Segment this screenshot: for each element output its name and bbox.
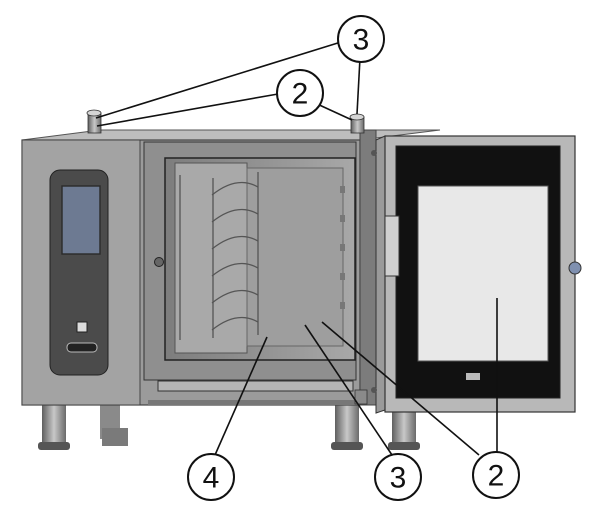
svg-text:3: 3 [353, 24, 370, 57]
door-handle-icon [384, 215, 400, 277]
door-lock-knob-icon [154, 257, 164, 267]
svg-text:2: 2 [292, 78, 309, 111]
callout-top-3: 3 [337, 15, 385, 63]
hinge-posts [86, 109, 368, 405]
usb-port-icon [76, 321, 88, 333]
door-glass [417, 185, 549, 362]
callout-top-2: 2 [276, 69, 324, 117]
drip-tray [157, 380, 354, 392]
cooking-cavity [143, 141, 358, 405]
right-rail-clips [340, 186, 345, 309]
callout-bottom-4: 4 [187, 453, 235, 501]
callout-bottom-3: 3 [374, 453, 422, 501]
control-panel [49, 169, 109, 376]
control-panel-screen [61, 185, 101, 255]
svg-text:2: 2 [488, 460, 505, 493]
svg-text:3: 3 [390, 462, 407, 495]
oven-door [371, 135, 582, 414]
rack-rails [179, 172, 259, 340]
probe-socket-icon [66, 342, 98, 353]
leader-lines [95, 41, 498, 456]
svg-text:4: 4 [203, 462, 220, 495]
callout-bottom-2: 2 [472, 451, 520, 499]
